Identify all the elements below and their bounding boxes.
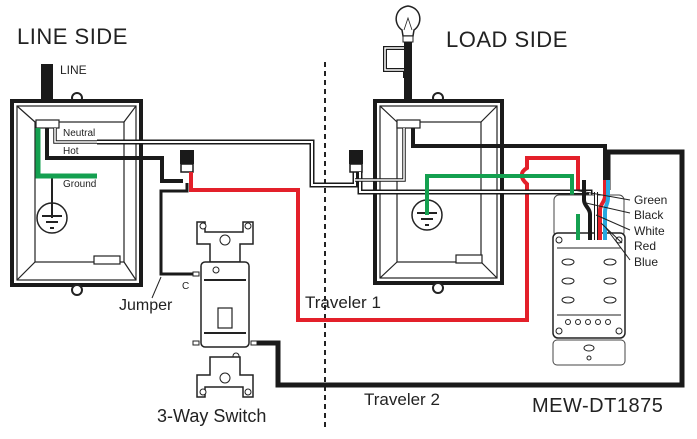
common-terminal [192,271,200,277]
traveler-2-label: Traveler 2 [364,390,440,409]
line-side-heading: LINE SIDE [17,24,128,49]
load-cable [404,42,412,102]
wire-label-blue: Blue [634,255,659,269]
wire-nut-line [180,150,194,164]
line-cable [41,64,53,102]
wire-nut-load [349,150,363,164]
line-ground-wire [35,128,97,179]
wire-label-leaders [573,189,631,261]
box-screw-bottom [71,284,83,296]
load-side-heading: LOAD SIDE [446,27,568,52]
common-terminal-label: C [182,281,190,292]
dimmer-blue-lead [603,180,610,240]
jumper-leader [151,276,162,299]
jumper-wire [159,183,195,276]
line-label: LINE [60,63,87,77]
line-junction-box [10,64,143,296]
dimmer-model-label: MEW-DT1875 [532,395,664,417]
neutral-label: Neutral [63,128,96,139]
switch-toggle [217,307,233,329]
hot-to-wirenut [97,156,183,183]
traveler-1-label: Traveler 1 [305,293,381,312]
line-hot-wire [45,128,97,160]
wire-label-black: Black [634,208,664,222]
dimmer-black-lead [582,180,592,240]
wire-label-green: Green [634,193,668,207]
wire-label-red: Red [634,239,657,253]
ground-label: Ground [63,179,97,190]
traveler-2-wire [257,149,685,388]
three-way-switch-label: 3-Way Switch [157,406,267,426]
jumper-label: Jumper [119,297,173,314]
three-way-switch [192,221,258,398]
light-bulb-icon [395,5,421,43]
hot-label: Hot [63,146,79,157]
wire-label-white: White [634,224,665,238]
